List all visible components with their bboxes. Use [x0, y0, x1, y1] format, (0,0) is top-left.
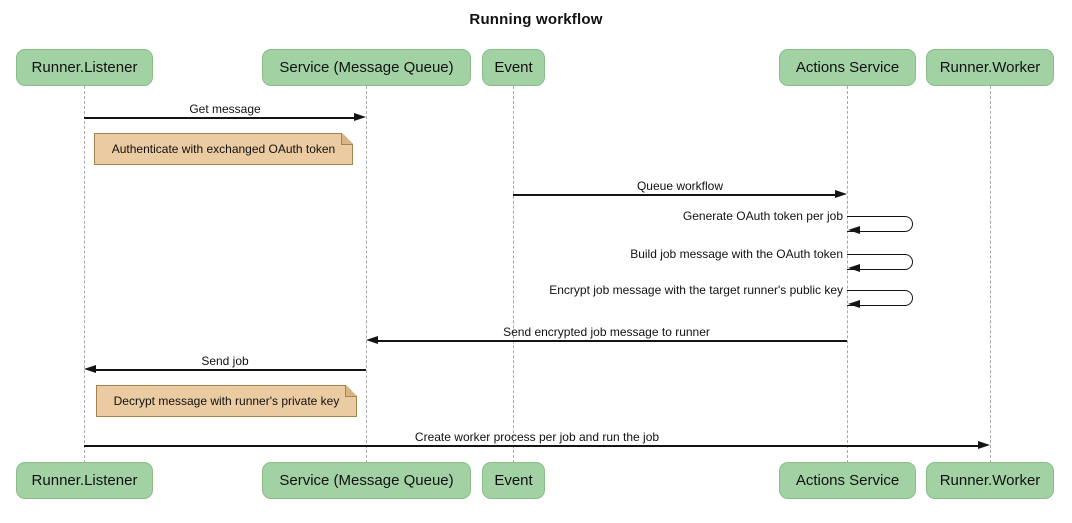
message-label-create-worker: Create worker process per job and run th…	[414, 430, 660, 444]
participant-event-top: Event	[482, 49, 545, 86]
message-line-queue-workflow	[513, 194, 837, 196]
participant-event-bottom: Event	[482, 462, 545, 499]
note-authenticate: Authenticate with exchanged OAuth token	[94, 133, 353, 165]
participant-label: Actions Service	[795, 59, 900, 76]
note-decrypt: Decrypt message with runner's private ke…	[96, 385, 357, 417]
lifeline-event	[513, 86, 514, 463]
message-line-create-worker	[84, 445, 980, 447]
note-fold-corner-icon	[345, 385, 357, 397]
message-label-encrypt-job-message: Encrypt job message with the target runn…	[549, 283, 843, 297]
participant-label: Runner.Listener	[31, 472, 138, 489]
message-label-build-job-message: Build job message with the OAuth token	[630, 247, 843, 261]
arrowhead-left-icon	[848, 264, 860, 272]
arrowhead-right-icon	[354, 113, 366, 122]
arrowhead-left-icon	[366, 336, 378, 345]
lifeline-actions-service	[847, 86, 848, 463]
note-fold-corner-icon	[341, 133, 353, 145]
participant-service-message-queue-top: Service (Message Queue)	[262, 49, 471, 86]
message-label-send-encrypted-job: Send encrypted job message to runner	[503, 325, 710, 339]
message-label-generate-oauth-token: Generate OAuth token per job	[682, 209, 843, 223]
participant-label: Actions Service	[795, 472, 900, 489]
participant-runner-listener-top: Runner.Listener	[16, 49, 153, 86]
diagram-title: Running workflow	[469, 11, 603, 28]
message-line-send-encrypted-job	[376, 340, 847, 342]
participant-label: Runner.Listener	[31, 59, 138, 76]
participant-label: Service (Message Queue)	[279, 472, 454, 489]
lifeline-runner-worker	[990, 86, 991, 463]
participant-label: Event	[494, 59, 533, 76]
participant-label: Runner.Worker	[939, 472, 1041, 489]
note-text: Authenticate with exchanged OAuth token	[111, 142, 336, 156]
participant-label: Event	[494, 472, 533, 489]
message-label-queue-workflow: Queue workflow	[636, 179, 724, 193]
participant-runner-worker-bottom: Runner.Worker	[926, 462, 1054, 499]
participant-service-message-queue-bottom: Service (Message Queue)	[262, 462, 471, 499]
arrowhead-left-icon	[848, 300, 860, 308]
message-line-send-job	[94, 369, 366, 371]
participant-label: Runner.Worker	[939, 59, 1041, 76]
arrowhead-left-icon	[84, 365, 96, 374]
message-label-get-message: Get message	[189, 102, 261, 116]
self-loop-generate-oauth-token	[847, 216, 913, 232]
participant-label: Service (Message Queue)	[279, 59, 454, 76]
self-loop-build-job-message	[847, 254, 913, 270]
participant-runner-listener-bottom: Runner.Listener	[16, 462, 153, 499]
message-label-send-job: Send job	[201, 354, 249, 368]
lifeline-runner-listener	[84, 86, 85, 463]
self-loop-encrypt-job-message	[847, 290, 913, 306]
note-text: Decrypt message with runner's private ke…	[113, 394, 340, 408]
participant-actions-service-bottom: Actions Service	[779, 462, 916, 499]
arrowhead-left-icon	[848, 226, 860, 234]
lifeline-service-message-queue	[366, 86, 367, 463]
arrowhead-right-icon	[835, 190, 847, 199]
participant-runner-worker-top: Runner.Worker	[926, 49, 1054, 86]
participant-actions-service-top: Actions Service	[779, 49, 916, 86]
message-line-get-message	[84, 117, 356, 119]
arrowhead-right-icon	[978, 441, 990, 450]
